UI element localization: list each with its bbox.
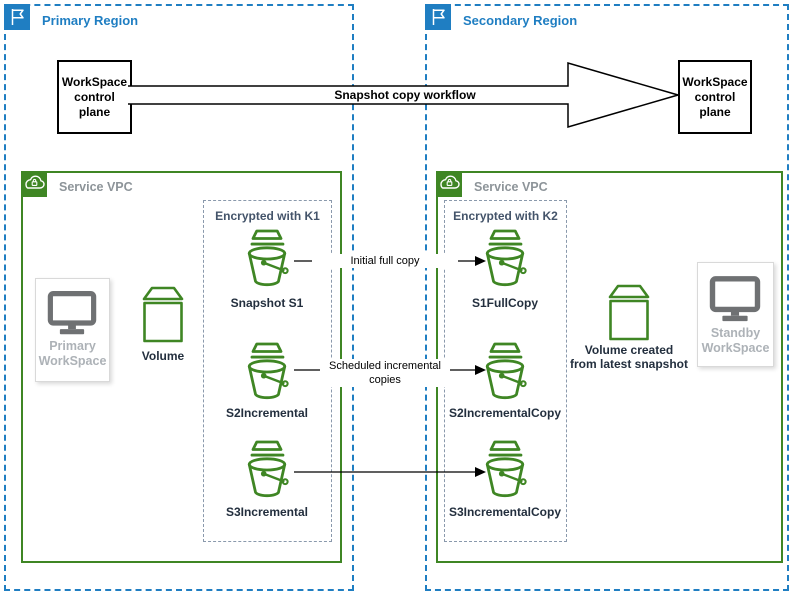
s2-incrementalcopy-label: S2IncrementalCopy xyxy=(448,406,562,420)
workspace-control-plane-left: WorkSpace control plane xyxy=(57,60,132,134)
primary-region-box: Primary Region xyxy=(4,4,354,591)
secondary-region-title: Secondary Region xyxy=(463,13,578,28)
volume-latest-snapshot-icon xyxy=(608,284,650,341)
region-flag-icon xyxy=(425,4,451,30)
volume-latest-snapshot-label: Volume created from latest snapshot xyxy=(549,343,709,371)
primary-workspace-card: Primary WorkSpace xyxy=(35,278,110,382)
snapshot-copy-workflow-arrow xyxy=(128,62,680,128)
primary-region-title: Primary Region xyxy=(42,13,139,28)
workspace-control-plane-right: WorkSpace control plane xyxy=(678,60,752,134)
encrypted-k1-title: Encrypted with K1 xyxy=(215,209,320,223)
initial-full-copy-label: Initial full copy xyxy=(312,254,458,268)
service-vpc-left-title: Service VPC xyxy=(59,180,133,194)
secondary-region-box: Secondary Region xyxy=(425,4,789,591)
snapshot-s1-icon xyxy=(247,229,290,287)
s2-incremental-label: S2Incremental xyxy=(225,406,309,420)
vpc-cloud-lock-icon xyxy=(21,171,47,197)
s3-incremental-label: S3Incremental xyxy=(225,505,309,519)
s3-incremental-icon xyxy=(247,440,290,498)
control-plane-right-label: WorkSpace control plane xyxy=(682,74,748,119)
monitor-icon xyxy=(46,291,98,336)
volume-latest-line1: Volume created xyxy=(584,343,674,357)
region-flag-icon xyxy=(4,4,30,30)
workflow-arrow-label: Snapshot copy workflow xyxy=(334,88,476,102)
s3-incrementalcopy-label: S3IncrementalCopy xyxy=(448,505,562,519)
s2-incremental-icon xyxy=(247,342,290,400)
volume-latest-line2: from latest snapshot xyxy=(569,357,689,371)
primary-workspace-label: Primary WorkSpace xyxy=(38,339,107,368)
monitor-icon xyxy=(708,276,762,323)
standby-workspace-label: Standby WorkSpace xyxy=(701,326,770,355)
volume-label: Volume xyxy=(141,349,185,363)
encrypted-k2-title: Encrypted with K2 xyxy=(453,209,558,223)
volume-icon xyxy=(142,286,184,343)
standby-workspace-card: Standby WorkSpace xyxy=(697,262,774,367)
snapshot-s1-label: Snapshot S1 xyxy=(230,296,304,310)
control-plane-left-label: WorkSpace control plane xyxy=(61,74,128,119)
vpc-cloud-lock-icon xyxy=(436,171,462,197)
scheduled-incremental-label: Scheduled incremental copies xyxy=(320,359,450,387)
s1-fullcopy-label: S1FullCopy xyxy=(471,296,538,310)
s3-copy-arrow xyxy=(294,467,486,477)
service-vpc-right-title: Service VPC xyxy=(474,180,548,194)
